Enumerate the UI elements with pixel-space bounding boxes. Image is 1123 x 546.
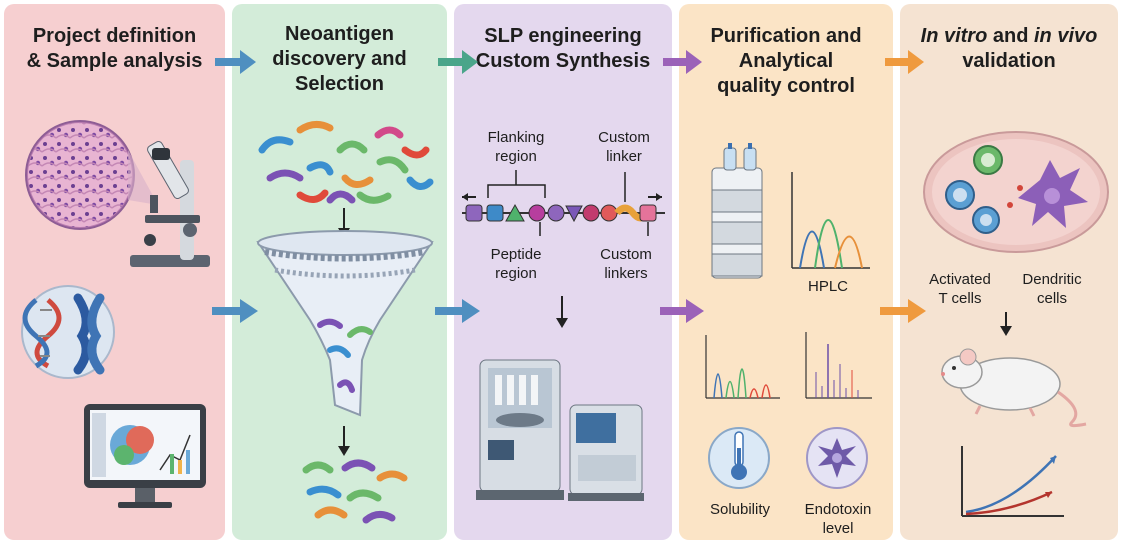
peptide-synthesizer-icon [476, 359, 644, 501]
label-hplc: HPLC [807, 278, 848, 295]
stage-title: Purification and Analytical quality cont… [710, 25, 862, 97]
dna-chromosome-icon [21, 285, 115, 379]
stage-title: In vitro and in vivo validation [900, 24, 1118, 74]
endotoxin-cell-icon [806, 427, 868, 489]
stage-arrow-2-top [438, 50, 478, 74]
label-custom-linker: Custom linker [598, 129, 650, 165]
growth-chart-icon [961, 446, 1064, 517]
down-arrow-synthesis [556, 296, 568, 328]
stage-arrow-4-mid [880, 299, 926, 323]
label-custom-linkers: Custom linkers [600, 246, 652, 282]
stage-title: Neoantigen discovery and Selection [272, 23, 407, 95]
label-flanking-region: Flanking region [487, 129, 545, 165]
label-peptide-region: Peptide region [490, 246, 542, 282]
label-dendritic-cells: Dendritic cells [1022, 271, 1082, 307]
tissue-histology-circle [25, 120, 158, 230]
down-arrow-mouse [1000, 312, 1012, 336]
label-endotoxin-level: Endotoxin level [804, 501, 872, 537]
stage-title: Project definition & Sample analysis [26, 25, 203, 72]
petri-dish-icon [923, 131, 1109, 253]
down-arrow-funnel-out [338, 426, 350, 456]
mouse-icon [941, 348, 1087, 428]
stage-arrow-4-top [885, 50, 924, 74]
computer-monitor-icon [84, 404, 206, 508]
stage-arrow-1-top [215, 50, 256, 74]
solubility-thermometer-icon [708, 427, 770, 489]
microscope-icon [130, 140, 210, 267]
label-activated-t-cells: Activated T cells [929, 271, 991, 307]
peptide-fragments-bottom [302, 459, 408, 524]
mass-spectrum-small-right [805, 332, 872, 399]
hplc-instrument-icon [711, 143, 763, 279]
hplc-chromatogram [791, 172, 870, 269]
slp-peptide-chain [462, 170, 665, 236]
stage-arrow-2-mid [435, 299, 480, 323]
stage-arrow-3-top [663, 50, 702, 74]
filter-funnel-icon [256, 230, 434, 417]
stage-arrow-1-mid [212, 299, 258, 323]
stage-title: SLP engineering Custom Synthesis [475, 25, 651, 72]
chromatogram-small-left [705, 335, 780, 399]
peptide-fragments-top [258, 121, 434, 204]
stage-title-line: In vitro and in vivo [920, 25, 1098, 47]
stage-panel-validation: In vitro and in vivo validation [900, 4, 1118, 540]
label-solubility: Solubility [709, 501, 771, 518]
stage-arrow-3-mid [660, 299, 704, 323]
